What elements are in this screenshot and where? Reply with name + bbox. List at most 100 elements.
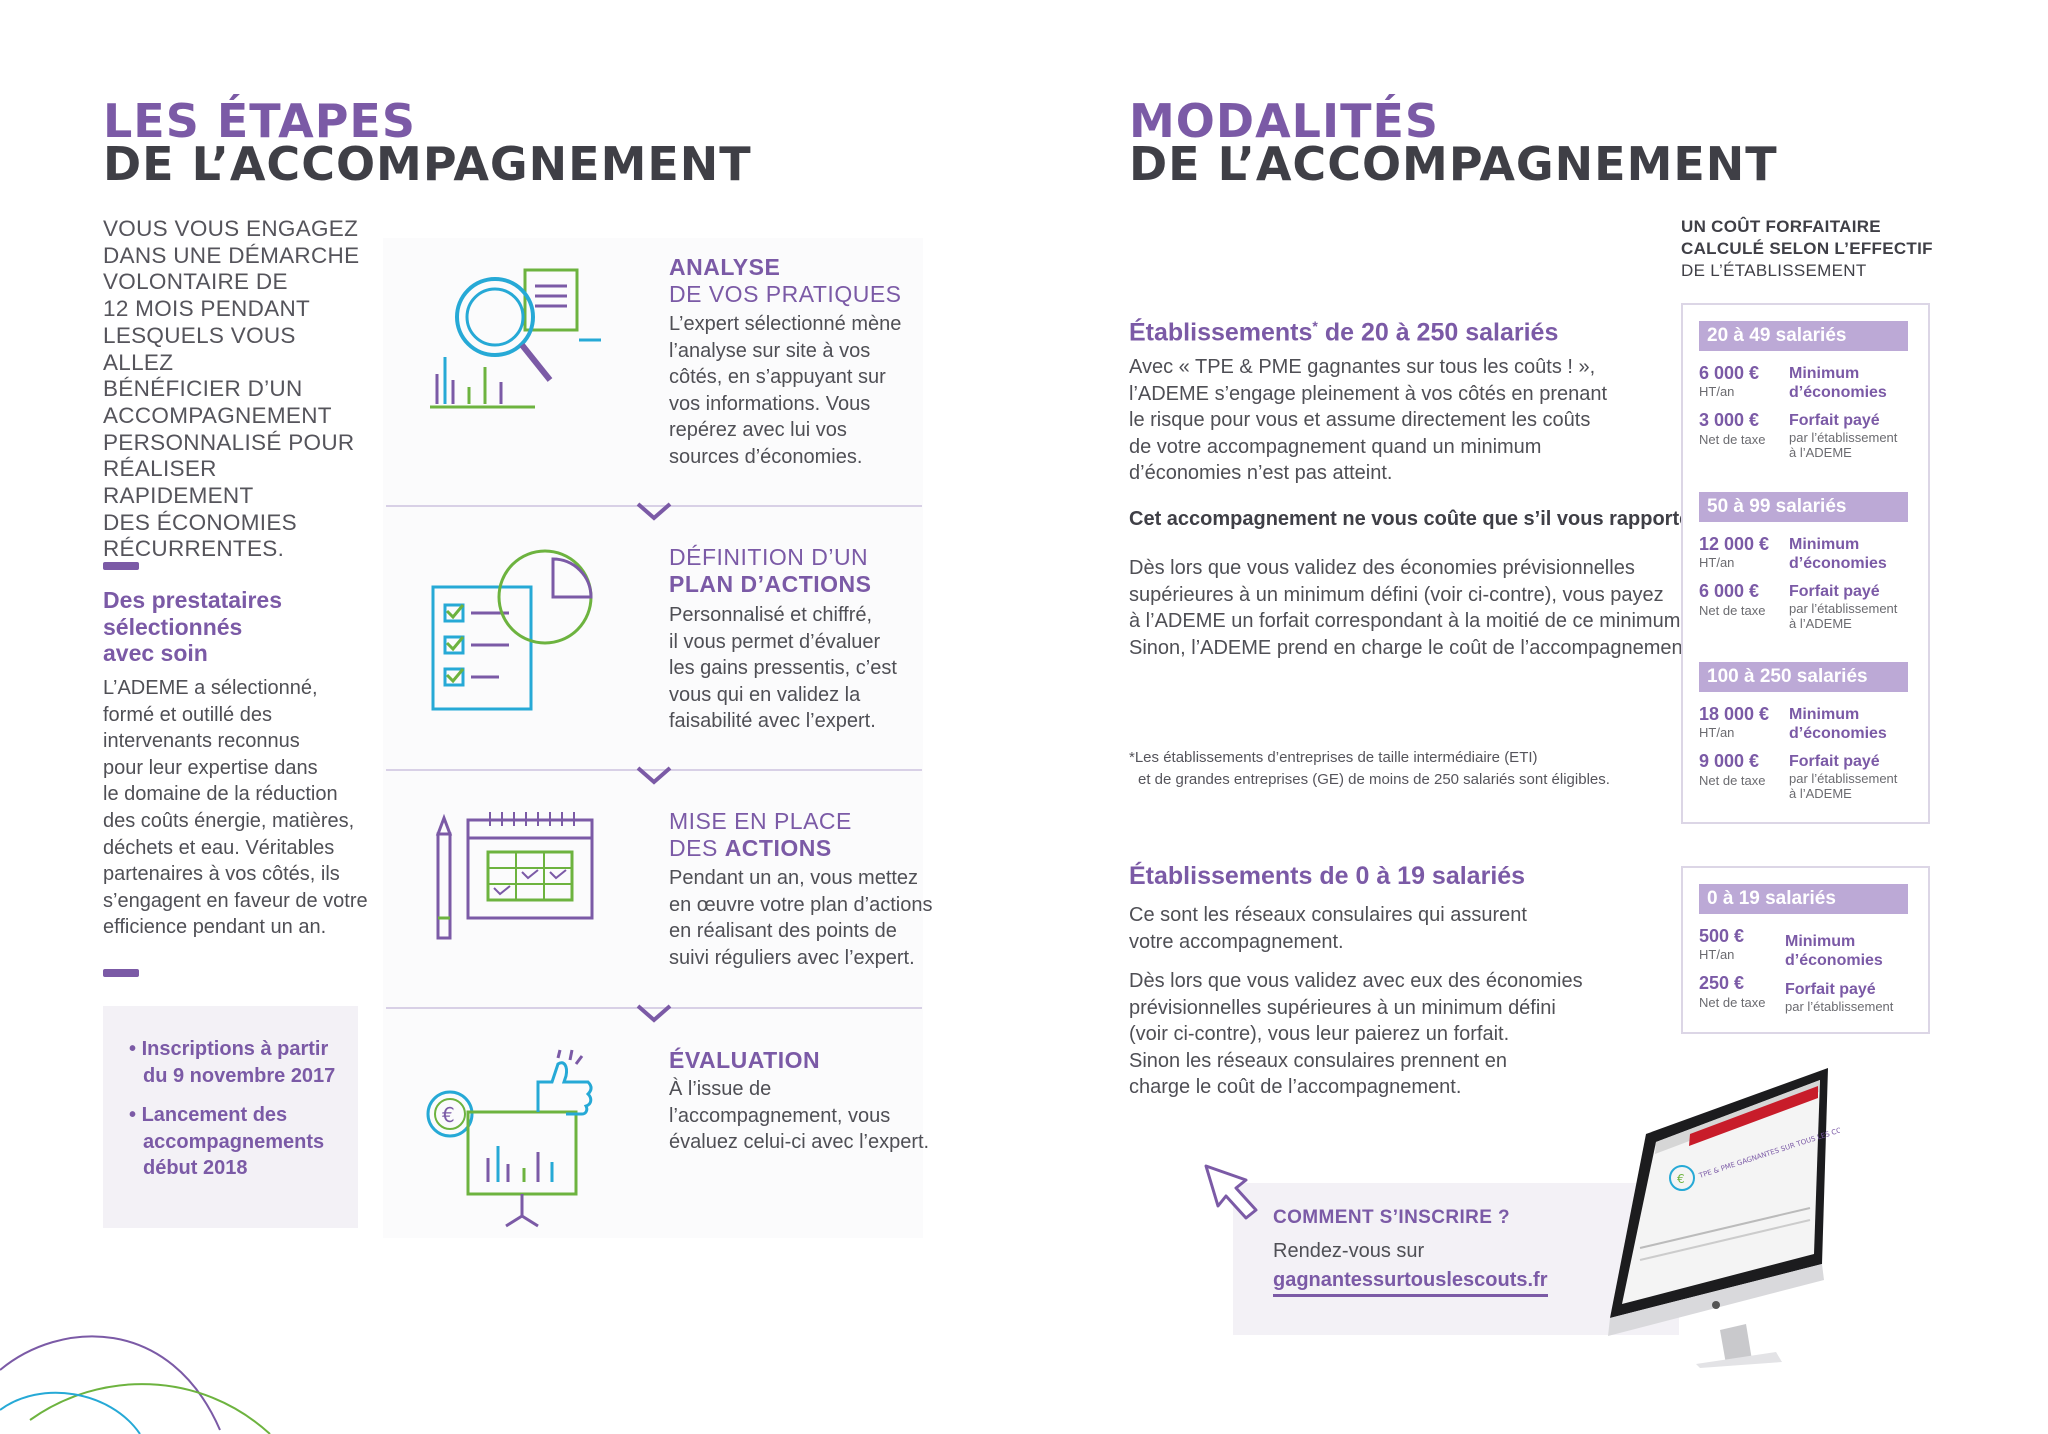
step-line: Personnalisé et chiffré, bbox=[669, 604, 873, 626]
providers-line: le domaine de la réduction bbox=[103, 783, 338, 806]
fee-label: Forfait payé par l’établissement bbox=[1785, 980, 1893, 1014]
right-title-line1: MODALITÉS bbox=[1129, 94, 1440, 148]
left-title-line1: LES ÉTAPES bbox=[103, 94, 416, 148]
intro-line: 12 MOIS PENDANT bbox=[103, 296, 311, 322]
monitor-illustration: € TPE & PME GAGNANTES SUR TOUS LES COÛTS… bbox=[1608, 1068, 1840, 1368]
label-line: Forfait payé bbox=[1785, 981, 1876, 998]
providers-line: des coûts énergie, matières, bbox=[103, 809, 355, 832]
paragraph-line: à l’ADEME un forfait correspondant à la … bbox=[1129, 610, 1686, 633]
tier-bar: 100 à 250 salariés bbox=[1699, 662, 1908, 692]
providers-line: efficience pendant un an. bbox=[103, 916, 327, 939]
cost-header-line: UN COÛT FORFAITAIRE bbox=[1681, 217, 1881, 236]
chevron-down-icon bbox=[636, 1004, 672, 1023]
providers-title-line: Des prestataires bbox=[103, 587, 282, 613]
section2-paragraph1: Ce sont les réseaux consulaires qui assu… bbox=[1129, 902, 1527, 955]
signup-link[interactable]: gagnantessurtouslescouts.fr bbox=[1273, 1269, 1548, 1297]
pricing-box: 20 à 49 salariés 6 000 € HT/an Minimum d… bbox=[1681, 303, 1930, 824]
providers-title-line: sélectionnés bbox=[103, 613, 243, 640]
label-line: d’économies bbox=[1785, 952, 1883, 969]
paragraph-line: l’ADEME s’engage pleinement à vos côtés … bbox=[1129, 382, 1608, 405]
section1-paragraph1: Avec « TPE & PME gagnantes sur tous les … bbox=[1129, 354, 1607, 487]
chevron-down-icon bbox=[636, 502, 672, 521]
step1-title: ANALYSE DE VOS PRATIQUES bbox=[669, 254, 902, 308]
step2-title: DÉFINITION D’UN PLAN D’ACTIONS bbox=[669, 544, 872, 598]
step-line: L’expert sélectionné mène bbox=[669, 313, 902, 335]
label-line: d’économies bbox=[1789, 725, 1887, 742]
section1-bold-statement: Cet accompagnement ne vous coûte que s’i… bbox=[1129, 508, 1703, 530]
intro-line: DES ÉCONOMIES bbox=[103, 509, 297, 535]
label-line: d’économies bbox=[1789, 555, 1887, 572]
label-line: Forfait payé bbox=[1789, 583, 1880, 600]
magnifier-document-icon bbox=[430, 268, 601, 409]
providers-title-line: avec soin bbox=[103, 640, 208, 667]
paragraph-line: (voir ci-contre), vous leur paierez un f… bbox=[1129, 1023, 1510, 1046]
step-line: l’accompagnement, vous bbox=[669, 1104, 891, 1127]
intro-line: DANS UNE DÉMARCHE bbox=[103, 242, 360, 268]
sub-line: par l’établissement bbox=[1789, 601, 1898, 616]
decorative-arcs bbox=[0, 1335, 271, 1434]
tier-bar: 20 à 49 salariés bbox=[1699, 321, 1908, 351]
sub-line: à l’ADEME bbox=[1789, 786, 1852, 801]
step-line: côtés, en s’appuyant sur bbox=[669, 366, 886, 389]
section1-title: Établissements* de 20 à 250 salariés bbox=[1129, 318, 1558, 347]
note-line: accompagnements bbox=[143, 1130, 325, 1153]
providers-title: Des prestataires sélectionnés avec soin bbox=[103, 587, 282, 667]
intro-line: BÉNÉFICIER D’UN bbox=[103, 376, 303, 402]
section2-title: Établissements de 0 à 19 salariés bbox=[1129, 862, 1526, 890]
step-line: vos informations. Vous bbox=[669, 392, 871, 415]
cost-header-line: CALCULÉ SELON L’EFFECTIF bbox=[1681, 239, 1933, 258]
paragraph-line: Sinon les réseaux consulaires prennent e… bbox=[1129, 1049, 1508, 1072]
step-title-line2: DE VOS PRATIQUES bbox=[669, 281, 902, 307]
min-amount: 18 000 € bbox=[1699, 704, 1770, 724]
paragraph-line: Avec « TPE & PME gagnantes sur tous les … bbox=[1129, 356, 1596, 378]
fee-amount: 250 € bbox=[1699, 973, 1745, 993]
divider-dash bbox=[103, 969, 139, 977]
step-line: en réalisant des points de bbox=[669, 920, 897, 943]
min-label: Minimum d’économies bbox=[1789, 535, 1887, 573]
min-label: Minimum d’économies bbox=[1789, 364, 1887, 402]
sub-line: par l’établissement bbox=[1785, 999, 1894, 1014]
footnote-line: *Les établissements d’entreprises de tai… bbox=[1129, 749, 1538, 766]
step-line: vous qui en validez la bbox=[669, 683, 861, 706]
paragraph-line: Sinon, l’ADEME prend en charge le coût d… bbox=[1129, 636, 1694, 659]
note-line: du 9 novembre 2017 bbox=[143, 1064, 336, 1087]
tier-bar: 0 à 19 salariés bbox=[1699, 884, 1908, 914]
paragraph-line: d’économies n’est pas atteint. bbox=[1129, 462, 1393, 485]
step-line: évaluez celui-ci avec l’expert. bbox=[669, 1131, 930, 1154]
section2-paragraph2: Dès lors que vous validez avec eux des é… bbox=[1129, 968, 1583, 1101]
step-title-line1: ANALYSE bbox=[669, 254, 781, 280]
left-title-line2: DE L’ACCOMPAGNEMENT bbox=[103, 137, 752, 191]
dates-note-box: • Inscriptions à partir du 9 novembre 20… bbox=[103, 1006, 358, 1228]
min-unit: HT/an bbox=[1699, 384, 1735, 399]
section1-title-rest: de 20 à 250 salariés bbox=[1317, 318, 1559, 347]
providers-line: L’ADEME a sélectionné, bbox=[103, 677, 318, 699]
sub-line: à l’ADEME bbox=[1789, 445, 1852, 460]
step-line: suivi réguliers avec l’expert. bbox=[669, 946, 915, 969]
min-label: Minimum d’économies bbox=[1785, 932, 1883, 970]
providers-line: intervenants reconnus bbox=[103, 730, 300, 753]
step-line: faisabilité avec l’expert. bbox=[669, 710, 876, 733]
sub-line: par l’établissement bbox=[1789, 430, 1898, 445]
step-divider bbox=[386, 505, 922, 507]
sub-line: à l’ADEME bbox=[1789, 616, 1852, 631]
tier-bar: 50 à 99 salariés bbox=[1699, 492, 1908, 522]
label-line: Minimum bbox=[1789, 365, 1860, 382]
min-unit: HT/an bbox=[1699, 725, 1735, 740]
min-amount: 12 000 € bbox=[1699, 534, 1770, 554]
step-line: en œuvre votre plan d’actions bbox=[669, 893, 933, 916]
checklist-pie-icon bbox=[431, 549, 593, 711]
min-amount: 6 000 € bbox=[1699, 363, 1760, 383]
fee-unit: Net de taxe bbox=[1699, 432, 1766, 447]
paragraph-line: Dès lors que vous validez avec eux des é… bbox=[1129, 970, 1583, 992]
arrow-pointer-icon bbox=[1204, 1164, 1258, 1220]
paragraph-line: supérieures à un minimum défini (voir ci… bbox=[1129, 583, 1664, 606]
svg-text:€: € bbox=[442, 1103, 455, 1127]
label-line: Minimum bbox=[1785, 933, 1856, 950]
providers-line: formé et outillé des bbox=[103, 703, 272, 726]
fee-amount: 6 000 € bbox=[1699, 581, 1760, 601]
intro-line: VOUS VOUS ENGAGEZ bbox=[103, 216, 359, 241]
thumbs-up-euro-icon: € bbox=[426, 1049, 593, 1228]
min-label: Minimum d’économies bbox=[1789, 705, 1887, 743]
footnote: *Les établissements d’entreprises de tai… bbox=[1129, 747, 1610, 791]
providers-line: partenaires à vos côtés, ils bbox=[103, 863, 340, 886]
